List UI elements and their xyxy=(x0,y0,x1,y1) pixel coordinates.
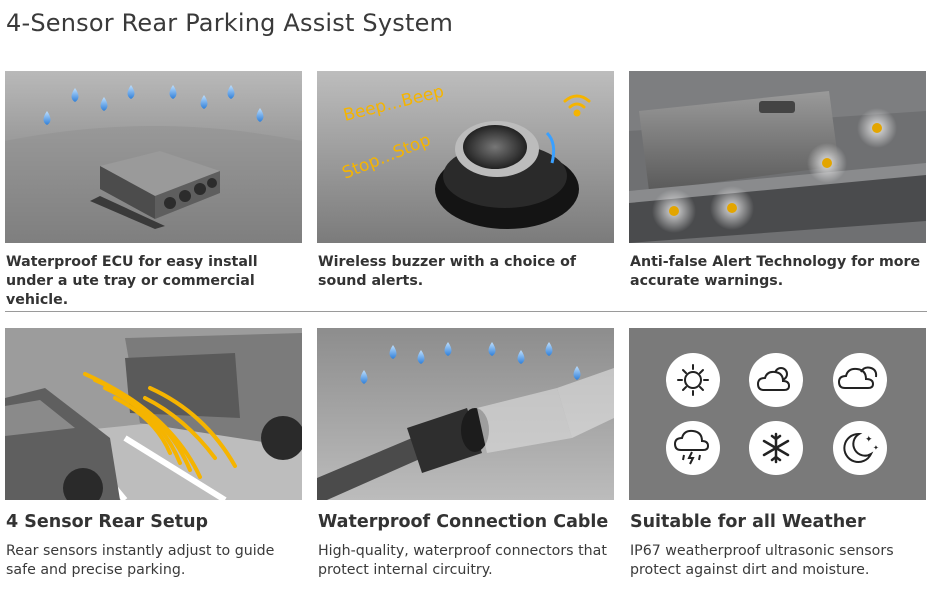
thunderstorm-icon xyxy=(666,421,720,475)
buzzer-caption: Wireless buzzer with a choice of sound a… xyxy=(318,254,577,289)
night-icon: ✦ ✦ xyxy=(833,421,887,475)
truck-body xyxy=(125,333,302,460)
wifi-icon xyxy=(563,94,591,117)
water-drops xyxy=(360,342,581,384)
car-body xyxy=(5,388,120,500)
svg-text:✦: ✦ xyxy=(873,444,879,452)
buzzer-image: Beep...Beep Stop...Stop xyxy=(317,71,614,243)
sun-icon xyxy=(666,353,720,407)
page-title: 4-Sensor Rear Parking Assist System xyxy=(6,9,454,37)
cloudy-icon xyxy=(833,353,887,407)
weather-description: IP67 weatherproof ultrasonic sensors pro… xyxy=(630,543,894,578)
snowflake-icon xyxy=(749,421,803,475)
buzzer-device xyxy=(435,121,579,229)
cable-image xyxy=(317,328,614,500)
ecu-image xyxy=(5,71,302,243)
weather-heading: Suitable for all Weather xyxy=(630,512,866,532)
cable-connector xyxy=(317,368,614,500)
water-drops xyxy=(43,85,264,125)
partly-cloudy-icon xyxy=(749,353,803,407)
rear-setup-heading: 4 Sensor Rear Setup xyxy=(6,512,209,532)
rear-setup-image xyxy=(5,328,302,500)
svg-text:✦: ✦ xyxy=(865,435,873,445)
truck-sensors-image xyxy=(629,71,926,243)
ecu-caption: Waterproof ECU for easy install under a … xyxy=(6,254,258,308)
rear-setup-description: Rear sensors instantly adjust to guide s… xyxy=(6,543,275,578)
cable-heading: Waterproof Connection Cable xyxy=(318,512,609,532)
ecu-box xyxy=(90,151,220,229)
sensor-glows xyxy=(652,108,897,233)
weather-image: ✦ ✦ xyxy=(629,328,926,500)
cable-description: High-quality, waterproof connectors that… xyxy=(318,543,607,578)
section-divider xyxy=(5,311,927,312)
anti-false-caption: Anti-false Alert Technology for more acc… xyxy=(630,254,921,289)
sensor-waves xyxy=(83,372,237,479)
